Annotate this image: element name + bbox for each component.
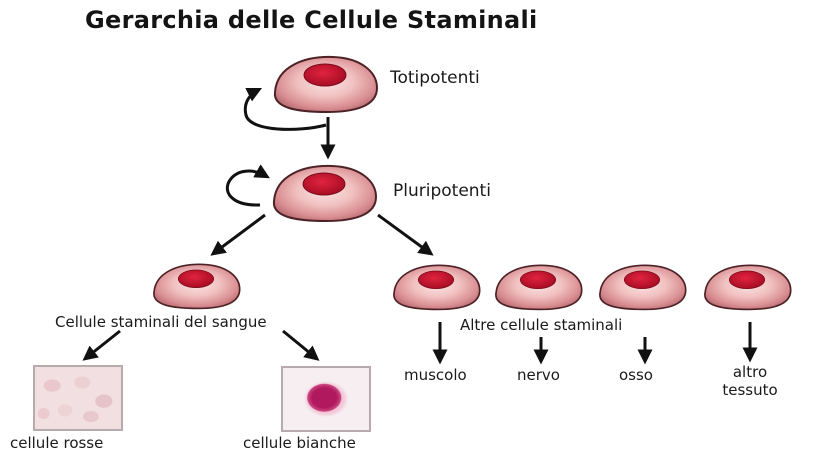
bone-label: osso (619, 366, 653, 384)
other-tissue-label: altro tessuto (712, 363, 788, 399)
self-renewal-arrow-icon (243, 87, 327, 131)
red-blood-cells-image (33, 365, 123, 431)
pluripotent-cell-icon (272, 164, 377, 222)
arrow-to-red-cells-icon (82, 329, 121, 361)
white-cells-label: cellule bianche (243, 434, 356, 452)
totipotent-cell-icon (273, 55, 378, 113)
blood-stem-cells-label: Cellule staminali del sangue (55, 313, 267, 331)
other-stem-cell-icon (599, 264, 687, 311)
other-stem-cell-icon (393, 264, 481, 311)
other-stem-cell-icon (495, 264, 583, 311)
arrow-to-white-cells-icon (282, 329, 320, 361)
arrow-to-other-icon (377, 213, 434, 256)
other-stem-cell-icon (704, 264, 792, 311)
blood-stem-cell-icon (153, 263, 241, 310)
red-cells-label: cellule rosse (10, 434, 104, 452)
pluripotent-label: Pluripotenti (393, 181, 491, 201)
other-tissue-label-line2: tessuto (722, 381, 778, 399)
arrow-to-blood-icon (210, 213, 266, 256)
muscle-label: muscolo (404, 366, 467, 384)
self-renewal-arrow-icon (225, 164, 270, 207)
totipotent-label: Totipotenti (390, 68, 480, 88)
diagram-title: Gerarchia delle Cellule Staminali (85, 6, 538, 34)
other-tissue-label-line1: altro (732, 363, 768, 381)
white-blood-cell-image (281, 366, 371, 432)
other-stem-cells-label: Altre cellule staminali (460, 316, 623, 334)
nerve-label: nervo (517, 366, 560, 384)
